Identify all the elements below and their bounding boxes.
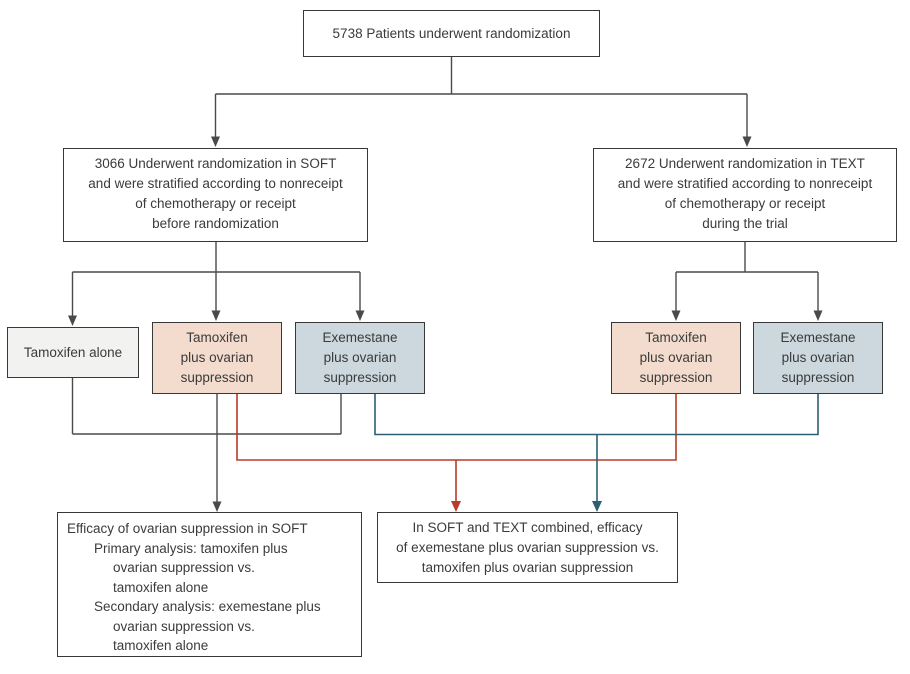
box-line: during the trial [702,216,788,231]
connectors-dark [68,57,823,512]
box-tamoxifen-alone: Tamoxifen alone [7,327,139,378]
box-line: ovarian suppression vs. [113,560,255,575]
arrow-down-icon [592,501,602,512]
arrow-down-icon [355,310,365,321]
connector-red [236,394,677,512]
box-line: ovarian suppression vs. [113,618,255,634]
arrow-down-icon [68,315,77,326]
box-soft-randomization: 3066 Underwent randomization in SOFT and… [63,148,368,242]
box-line: plus ovarian [180,350,254,365]
box-line: Primary analysis: tamoxifen plus [94,540,288,556]
box-line: and were stratified according to nonrece… [88,176,343,191]
box-text-randomization: 2672 Underwent randomization in TEXT and… [593,148,897,242]
box-line: suppression [781,370,855,385]
box-line: 3066 Underwent randomization in SOFT [94,156,337,171]
box-line: before randomization [152,216,279,231]
box-exemestane-ovarian-suppression-text: Exemestane plus ovarian suppression [753,322,883,394]
box-line: Secondary analysis: exemestane plus [94,599,321,614]
box-line: Efficacy of ovarian suppression in SOFT [67,521,308,536]
arrow-down-icon [451,501,461,512]
box-line: suppression [639,370,713,385]
arrow-down-icon [212,501,222,512]
box-soft-analysis: Efficacy of ovarian suppression in SOFT … [57,512,362,657]
box-line: suppression [323,370,397,385]
box-combined-analysis: In SOFT and TEXT combined, efficacy of e… [377,512,678,583]
arrow-down-icon [742,136,752,147]
box-line: of exemestane plus ovarian suppression v… [396,539,659,555]
box-line: 2672 Underwent randomization in TEXT [625,156,865,171]
box-line: plus ovarian [781,350,855,365]
arrow-down-icon [211,136,220,147]
box-exemestane-ovarian-suppression-soft: Exemestane plus ovarian suppression [295,322,425,394]
box-line: In SOFT and TEXT combined, efficacy [412,519,643,535]
box-line: tamoxifen alone [113,638,209,653]
box-line: plus ovarian [323,350,397,365]
box-text: 5738 Patients underwent randomization [332,25,571,41]
box-line: Exemestane [322,330,398,345]
box-total-randomization: 5738 Patients underwent randomization [303,10,600,57]
box-tamoxifen-ovarian-suppression-soft: Tamoxifen plus ovarian suppression [152,322,282,394]
box-line: plus ovarian [639,350,713,365]
box-line: and were stratified according to nonrece… [617,176,873,191]
box-line: Tamoxifen [645,330,707,345]
box-line: Tamoxifen [186,330,248,345]
box-line: tamoxifen alone [113,579,209,595]
box-tamoxifen-ovarian-suppression-text: Tamoxifen plus ovarian suppression [611,322,741,394]
box-line: tamoxifen plus ovarian suppression [421,559,634,575]
box-line: Exemestane [780,330,856,345]
arrow-down-icon [211,310,221,321]
arrow-down-icon [671,310,681,321]
connector-teal [374,394,819,512]
box-line: of chemotherapy or receipt [664,196,826,211]
box-text: Tamoxifen alone [23,344,123,360]
box-line: suppression [180,370,254,385]
box-line: of chemotherapy or receipt [135,196,296,211]
arrow-down-icon [813,310,823,321]
